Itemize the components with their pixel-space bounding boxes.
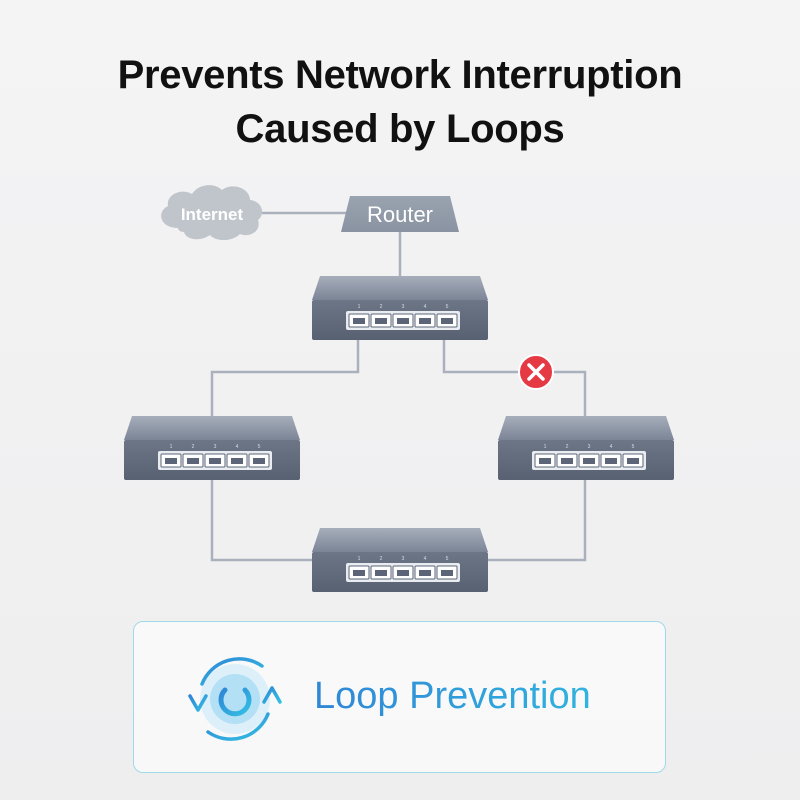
switch-bottom: 1 2 3 4 5 [312,528,488,592]
x-circle-icon [518,354,554,390]
port-number: 3 [214,444,217,450]
port-number: 5 [632,444,635,450]
port-number: 1 [170,444,173,450]
loop-prevention-icon [188,657,282,741]
switch-right: 1 2 3 4 5 [498,416,674,480]
switch-top: 1 2 3 4 5 [312,276,488,340]
cable-left-bottom [210,480,315,562]
port-number: 2 [380,304,383,310]
switch-left: 1 2 3 4 5 [124,416,300,480]
cable-top-right-blocked [442,340,587,416]
headline-line-2: Caused by Loops [235,107,565,151]
port-number: 1 [358,304,361,310]
port-number: 3 [588,444,591,450]
port-number: 1 [358,556,361,562]
port-number: 2 [566,444,569,450]
port-number: 4 [610,444,613,450]
feature-label: Loop Prevention [314,670,591,722]
port-number: 2 [380,556,383,562]
port-number: 5 [446,556,449,562]
port-number: 4 [424,556,427,562]
cable-top-left [210,340,360,416]
router-label: Router [367,202,433,227]
port-number: 3 [402,556,405,562]
switches: 1 2 3 4 5 1 2 3 4 5 1 2 3 4 5 1 2 3 4 5 [124,276,674,592]
port-number: 5 [258,444,261,450]
headline-line-1: Prevents Network Interruption [117,53,683,97]
port-number: 4 [236,444,239,450]
port-number: 1 [544,444,547,450]
router: Router [341,196,459,232]
headline: Prevents Network Interruption Caused by … [0,48,800,156]
cable-right-bottom [486,480,587,562]
port-number: 3 [402,304,405,310]
cables [210,211,587,562]
internet-cloud: Internet [161,185,263,241]
port-number: 5 [446,304,449,310]
cloud-label: Internet [181,205,244,224]
loop-prevention-card: Loop Prevention [133,621,666,773]
port-number: 2 [192,444,195,450]
port-number: 4 [424,304,427,310]
